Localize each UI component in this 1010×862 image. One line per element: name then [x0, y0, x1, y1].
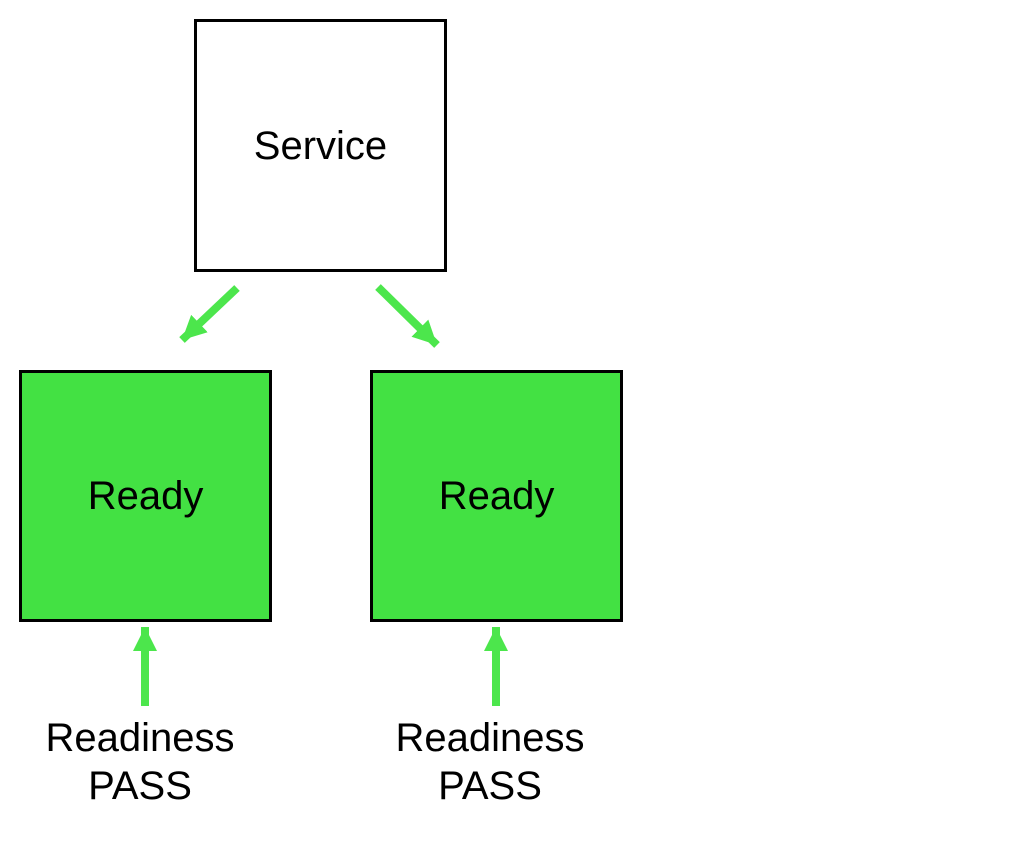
arrow-service-to-ready-left-icon: [179, 285, 240, 343]
arrow-service-to-ready-right-icon: [375, 284, 440, 348]
node-ready-left-label: Ready: [87, 474, 204, 518]
node-service-label: Service: [253, 123, 388, 168]
annotation-line: Readiness: [45, 716, 235, 760]
node-ready-left: Ready: [19, 370, 272, 622]
node-service: Service: [194, 19, 447, 272]
annotation-readiness-pass-left: Readiness PASS: [0, 714, 280, 810]
annotation-line: PASS: [88, 764, 192, 808]
annotation-line: Readiness: [395, 716, 585, 760]
annotation-line: PASS: [438, 764, 542, 808]
annotation-readiness-pass-right: Readiness PASS: [350, 714, 630, 810]
node-ready-right: Ready: [370, 370, 623, 622]
node-ready-right-label: Ready: [438, 474, 555, 518]
